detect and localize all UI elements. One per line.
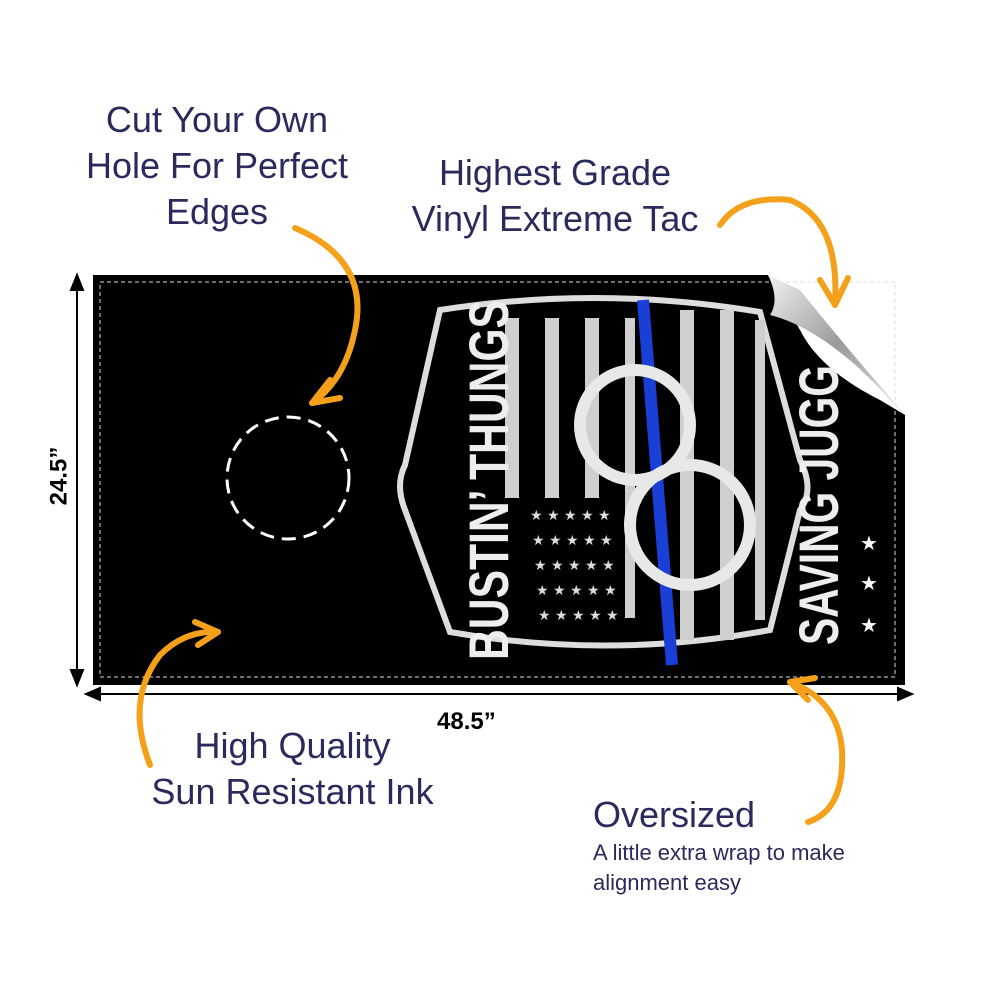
width-label: 48.5” xyxy=(437,708,496,735)
callout-line: alignment easy xyxy=(593,870,741,895)
side-stars: ★★★★ xyxy=(832,326,878,637)
width-dimension-arrow xyxy=(83,686,915,702)
svg-text:★ ★ ★ ★ ★: ★ ★ ★ ★ ★ xyxy=(536,583,617,599)
callout-line: Hole For Perfect xyxy=(85,145,349,186)
thin-blue-line xyxy=(637,299,678,666)
callout-line: Cut Your Own xyxy=(105,99,329,140)
flag-stars: ★ ★ ★ ★ ★ ★ ★ ★ ★ ★ ★ ★ ★ ★ ★ ★ ★ ★ ★ ★ ★ … xyxy=(530,508,619,624)
svg-text:★ ★ ★ ★ ★: ★ ★ ★ ★ ★ xyxy=(532,533,613,549)
callout-line: High Quality xyxy=(194,725,391,766)
design-left-text: BUSTIN’ THUNGS xyxy=(457,300,520,660)
svg-text:★: ★ xyxy=(860,531,878,555)
height-dimension-arrow xyxy=(69,272,85,688)
callout-line: Sun Resistant Ink xyxy=(151,771,434,812)
svg-text:★: ★ xyxy=(860,571,878,595)
police-badge-graphic: ★ ★ ★ ★ ★ ★ ★ ★ ★ ★ ★ ★ ★ ★ ★ ★ ★ ★ ★ ★ ★ … xyxy=(397,295,878,666)
arrow-to-ink-icon xyxy=(136,619,221,768)
arrow-to-corner-icon xyxy=(717,196,851,308)
callout-vinyl: Highest Grade Vinyl Extreme Tac xyxy=(395,150,715,242)
callout-oversized: Oversized A little extra wrap to make al… xyxy=(593,792,845,898)
callout-ink: High Quality Sun Resistant Ink xyxy=(130,723,455,815)
callout-title: Oversized xyxy=(593,794,756,835)
svg-text:★ ★ ★ ★ ★: ★ ★ ★ ★ ★ xyxy=(538,608,619,624)
arrow-to-hole-icon xyxy=(292,225,361,406)
callout-line: A little extra wrap to make xyxy=(593,840,845,865)
height-label: 24.5” xyxy=(45,446,73,506)
svg-text:★: ★ xyxy=(860,613,878,637)
callout-line: Vinyl Extreme Tac xyxy=(411,198,699,239)
svg-text:★ ★ ★ ★ ★: ★ ★ ★ ★ ★ xyxy=(530,508,611,524)
arrow-to-edge-icon xyxy=(787,675,846,825)
callout-line: Edges xyxy=(165,191,269,232)
callout-line: Highest Grade xyxy=(438,152,672,193)
design-right-text: SAVING JUGG xyxy=(787,365,850,645)
hole-cut-guide xyxy=(225,415,351,541)
cornhole-wrap: ★ ★ ★ ★ ★ ★ ★ ★ ★ ★ ★ ★ ★ ★ ★ ★ ★ ★ ★ ★ ★ … xyxy=(93,275,905,685)
svg-text:★ ★ ★ ★ ★: ★ ★ ★ ★ ★ xyxy=(534,558,615,574)
callout-cut-hole: Cut Your Own Hole For Perfect Edges xyxy=(60,97,374,235)
handcuffs-graphic xyxy=(574,364,756,591)
